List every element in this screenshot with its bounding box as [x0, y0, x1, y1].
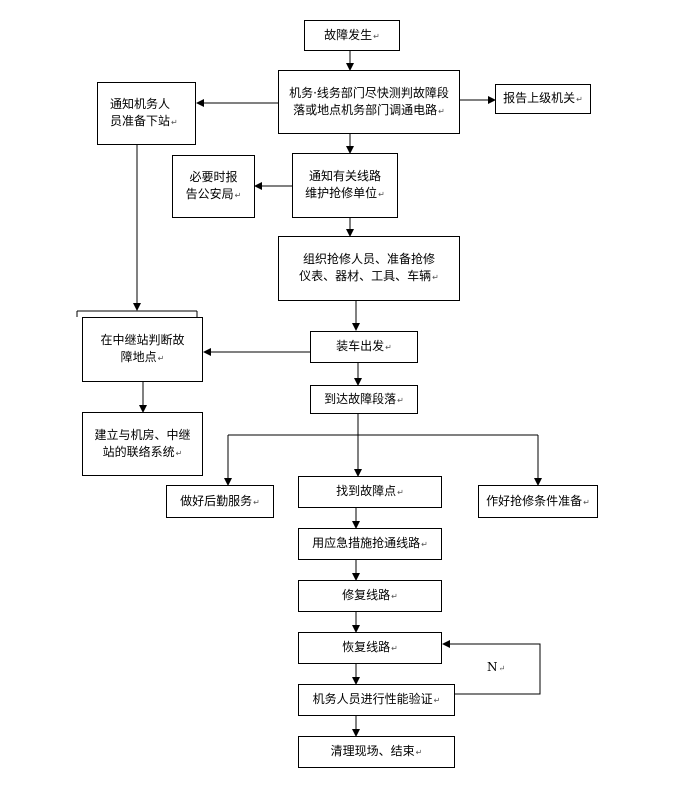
- node-emergency-restore-text: 用应急措施抢通线路: [312, 535, 428, 553]
- node-notify-maintenance-staff-text: 通知机务人 员准备下站: [110, 96, 178, 131]
- node-establish-contact-text: 建立与机房、中继 站的联络系统: [94, 427, 190, 462]
- arrow-loop-verify-to-restore: [442, 640, 541, 695]
- node-find-fault-point-text: 找到故障点: [336, 483, 404, 501]
- node-judge-fault-section-text: 机务·线务部门尽快测判故障段 落或地点机务部门调通电路: [289, 85, 449, 120]
- node-judge-fault-section: 机务·线务部门尽快测判故障段 落或地点机务部门调通电路: [278, 70, 460, 134]
- node-report-superior: 报告上级机关: [495, 84, 591, 114]
- node-logistics-service: 做好后勤服务: [166, 485, 274, 518]
- node-prepare-repair-conditions: 作好抢修条件准备: [478, 485, 598, 518]
- node-repair-line: 修复线路: [298, 580, 442, 612]
- node-establish-contact: 建立与机房、中继 站的联络系统: [82, 412, 203, 476]
- node-relay-station-judge: 在中继站判断故 障地点: [82, 317, 203, 382]
- node-restore-line: 恢复线路: [298, 632, 442, 664]
- node-report-police-text: 必要时报 告公安局: [186, 169, 242, 204]
- node-repair-line-text: 修复线路: [342, 587, 398, 605]
- node-relay-station-judge-text: 在中继站判断故 障地点: [100, 332, 184, 367]
- node-organize-repair-text: 组织抢修人员、准备抢修 仪表、器材、工具、车辆: [299, 251, 439, 286]
- node-report-police: 必要时报 告公安局: [172, 155, 255, 218]
- node-report-superior-text: 报告上级机关: [503, 90, 583, 108]
- node-organize-repair: 组织抢修人员、准备抢修 仪表、器材、工具、车辆: [278, 236, 460, 301]
- node-arrive-fault-section: 到达故障段落: [310, 385, 418, 414]
- node-arrive-fault-section-text: 到达故障段落: [324, 391, 404, 409]
- node-performance-verification-text: 机务人员进行性能验证: [313, 691, 441, 709]
- node-load-and-depart-text: 装车出发: [336, 338, 392, 356]
- node-clean-up-finish: 清理现场、结束: [298, 736, 455, 768]
- node-emergency-restore: 用应急措施抢通线路: [298, 528, 442, 560]
- node-find-fault-point: 找到故障点: [298, 476, 442, 508]
- node-fault-occurs: 故障发生: [304, 20, 400, 51]
- node-performance-verification: 机务人员进行性能验证: [298, 684, 455, 716]
- node-notify-repair-units: 通知有关线路 维护抢修单位: [292, 153, 398, 218]
- node-logistics-service-text: 做好后勤服务: [180, 493, 260, 511]
- node-clean-up-finish-text: 清理现场、结束: [331, 743, 423, 761]
- node-load-and-depart: 装车出发: [310, 331, 418, 363]
- node-restore-line-text: 恢复线路: [342, 639, 398, 657]
- node-notify-maintenance-staff: 通知机务人 员准备下站: [97, 82, 196, 145]
- node-notify-repair-units-text: 通知有关线路 维护抢修单位: [305, 168, 385, 203]
- loop-label-no: N: [487, 660, 505, 674]
- node-fault-occurs-text: 故障发生: [324, 27, 380, 45]
- node-prepare-repair-conditions-text: 作好抢修条件准备: [486, 493, 590, 511]
